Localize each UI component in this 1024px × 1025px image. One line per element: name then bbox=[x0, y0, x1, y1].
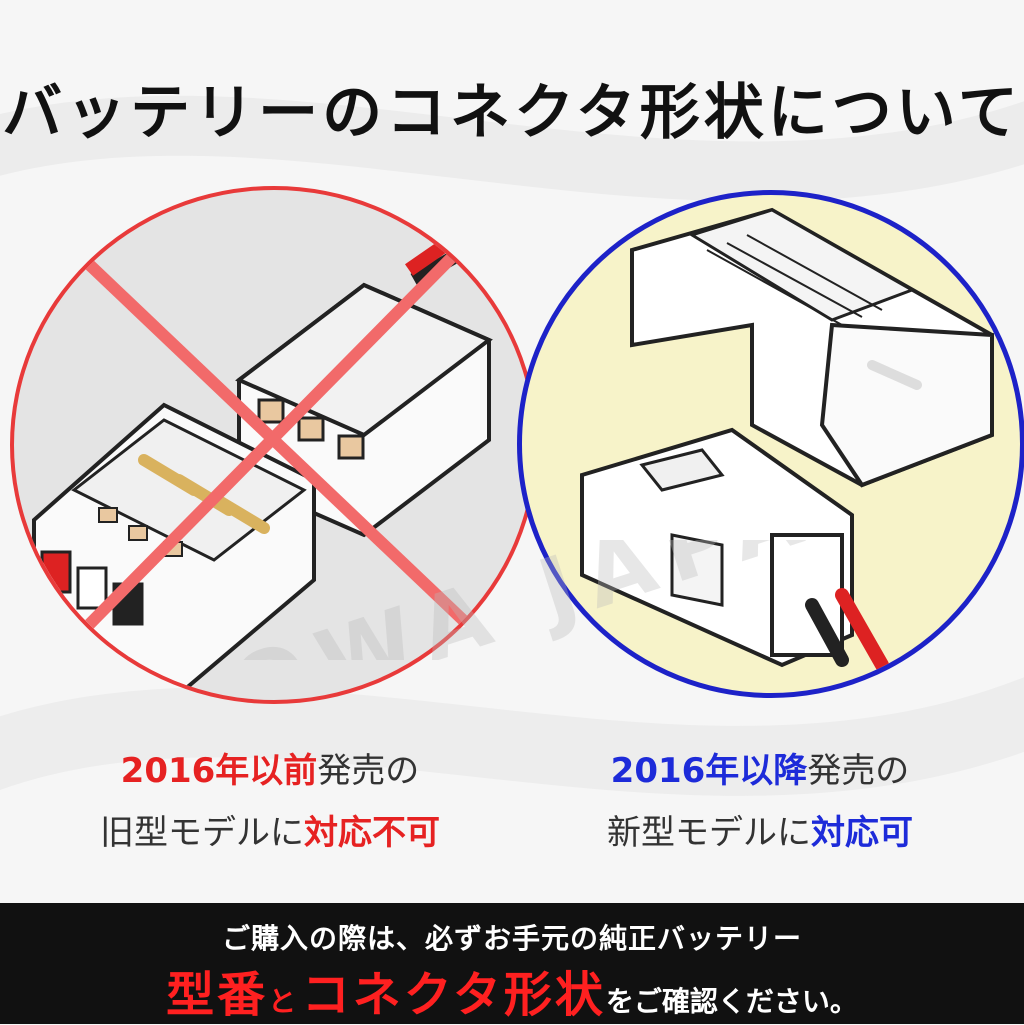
page-title: バッテリーのコネクタ形状について bbox=[2, 78, 1022, 148]
footer-line2: 型番と コネクタ形状をご確認ください。 bbox=[0, 955, 1024, 1025]
footer-line1: ご購入の際は、必ずお手元の純正バッテリー bbox=[221, 922, 802, 955]
new-model-text: 新型モデルに bbox=[607, 813, 811, 853]
compatible-text: 対応可 bbox=[811, 813, 913, 853]
new-date-highlight: 2016年以降 bbox=[610, 751, 808, 791]
new-caption-line2: 新型モデルに対応可 bbox=[540, 802, 980, 864]
footer-connector-shape: コネクタ形状 bbox=[301, 967, 606, 1023]
new-model-caption: 2016年以降発売の 新型モデルに対応可 bbox=[540, 740, 980, 864]
new-caption-line1: 2016年以降発売の bbox=[540, 740, 980, 802]
old-release-text: 発売の bbox=[317, 751, 420, 791]
old-model-caption: 2016年以前発売の 旧型モデルに対応不可 bbox=[40, 740, 500, 864]
old-caption-line2: 旧型モデルに対応不可 bbox=[40, 802, 500, 864]
footer-and: と bbox=[268, 985, 297, 1018]
new-connector-illustration bbox=[517, 190, 1024, 698]
footer-model-number: 型番 bbox=[166, 967, 269, 1023]
not-compatible-text: 対応不可 bbox=[304, 813, 440, 853]
background-swoosh bbox=[0, 0, 1024, 900]
old-caption-line1: 2016年以前発売の bbox=[40, 740, 500, 802]
old-date-highlight: 2016年以前 bbox=[120, 751, 318, 791]
footer-please-check: をご確認ください。 bbox=[605, 985, 858, 1018]
new-release-text: 発売の bbox=[807, 751, 910, 791]
footer-notice: ご購入の際は、必ずお手元の純正バッテリー 型番と コネクタ形状をご確認ください。 bbox=[0, 903, 1024, 1024]
old-connector-illustration bbox=[10, 186, 538, 704]
old-model-text: 旧型モデルに bbox=[100, 813, 304, 853]
